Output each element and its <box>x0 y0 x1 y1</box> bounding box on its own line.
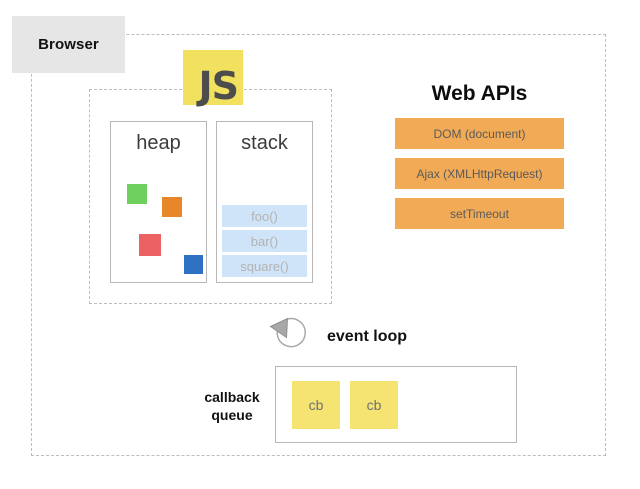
callback-queue-label: callback queue <box>193 388 271 424</box>
heap-object-orange <box>162 197 182 217</box>
web-api-item-ajax: Ajax (XMLHttpRequest) <box>395 158 564 189</box>
callback-queue-label-line1: callback <box>204 389 260 405</box>
stack-frame: foo() <box>222 205 307 227</box>
stack-frame: square() <box>222 255 307 277</box>
browser-boundary <box>31 34 606 456</box>
heap-object-red <box>139 234 161 256</box>
web-api-item-dom: DOM (document) <box>395 118 564 149</box>
heap-object-green <box>127 184 147 204</box>
browser-label-text: Browser <box>38 36 99 53</box>
heap-object-blue <box>184 255 203 274</box>
stack-panel: stack foo() bar() square() <box>216 121 313 283</box>
web-api-item-settimeout: setTimeout <box>395 198 564 229</box>
callback-queue-label-line2: queue <box>211 407 253 423</box>
stack-frame-list: foo() bar() square() <box>222 202 307 277</box>
stack-frame: bar() <box>222 230 307 252</box>
js-logo: JS <box>183 50 243 108</box>
circular-arrow-icon <box>268 313 316 355</box>
js-logo-text: JS <box>198 64 239 108</box>
browser-label-chip: Browser <box>12 16 125 73</box>
callback-queue-box: cb cb <box>275 366 517 443</box>
heap-title: heap <box>136 132 181 154</box>
web-apis-title: Web APIs <box>431 82 528 105</box>
heap-panel: heap <box>110 121 207 283</box>
callback-item: cb <box>292 381 340 429</box>
event-loop-label: event loop <box>327 328 408 345</box>
stack-title: stack <box>241 132 288 154</box>
callback-item: cb <box>350 381 398 429</box>
